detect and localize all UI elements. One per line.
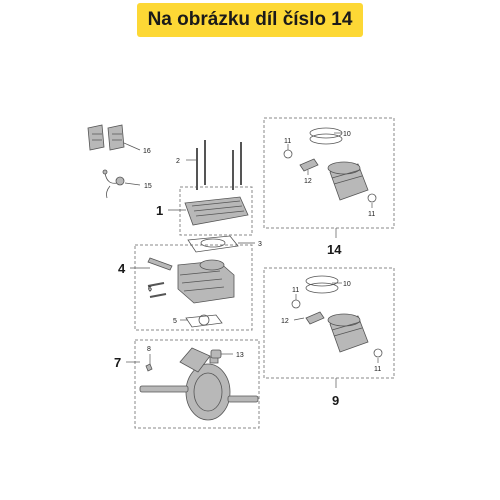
callout-14: 14 xyxy=(327,242,342,257)
piston-pin-icon xyxy=(305,311,325,325)
callout-11-bottom-right: 11 xyxy=(374,366,381,373)
group-box-7 xyxy=(134,339,260,429)
circlip-icon xyxy=(373,348,383,358)
cylinder-head-icon xyxy=(184,196,249,226)
head-gasket-icon xyxy=(187,235,239,253)
callout-12-top: 12 xyxy=(304,178,312,185)
callout-1: 1 xyxy=(156,203,163,218)
callout-7: 7 xyxy=(114,355,121,370)
circlip-icon xyxy=(283,149,293,159)
callout-9: 9 xyxy=(332,393,339,408)
callout-11-top-right: 11 xyxy=(368,211,375,218)
circlip-icon xyxy=(367,193,377,203)
crankshaft-icon xyxy=(139,347,259,421)
callout-10-top: 10 xyxy=(343,131,351,138)
group-box-9 xyxy=(263,267,395,379)
base-gasket-icon xyxy=(185,314,223,328)
callout-8: 8 xyxy=(147,346,151,353)
page-title: Na obrázku díl číslo 14 xyxy=(147,9,353,30)
piston-pin-icon xyxy=(299,158,319,172)
needle-bearing-icon xyxy=(210,349,222,359)
key-icon xyxy=(145,363,153,372)
callout-15: 15 xyxy=(144,183,152,190)
piston-icon xyxy=(327,161,369,201)
callout-12-bottom: 12 xyxy=(281,318,289,325)
callout-3: 3 xyxy=(258,241,262,248)
callout-11-bottom-left: 11 xyxy=(292,287,299,294)
callout-4: 4 xyxy=(118,261,126,276)
callout-6: 6 xyxy=(148,286,152,293)
cylinder-icon xyxy=(147,257,235,304)
title-banner: Na obrázku díl číslo 14 xyxy=(137,3,363,37)
sensor-icon xyxy=(102,169,125,199)
cylinder-stud-icon xyxy=(196,140,242,190)
piston-ring-icon xyxy=(309,127,343,145)
callout-2: 2 xyxy=(176,158,180,165)
bolt-icon xyxy=(147,282,167,298)
callout-16: 16 xyxy=(143,148,151,155)
piston-icon xyxy=(327,313,369,353)
callout-10-bottom: 10 xyxy=(343,281,351,288)
callout-5: 5 xyxy=(173,318,177,325)
group-box-14 xyxy=(263,117,395,229)
callout-13: 13 xyxy=(236,352,244,359)
circlip-icon xyxy=(291,299,301,309)
piston-ring-icon xyxy=(305,275,339,294)
group-box-4 xyxy=(134,244,253,331)
spark-plug-caps-icon xyxy=(87,124,125,151)
group-box-1 xyxy=(179,186,253,236)
callout-11-top-left: 11 xyxy=(284,138,291,145)
